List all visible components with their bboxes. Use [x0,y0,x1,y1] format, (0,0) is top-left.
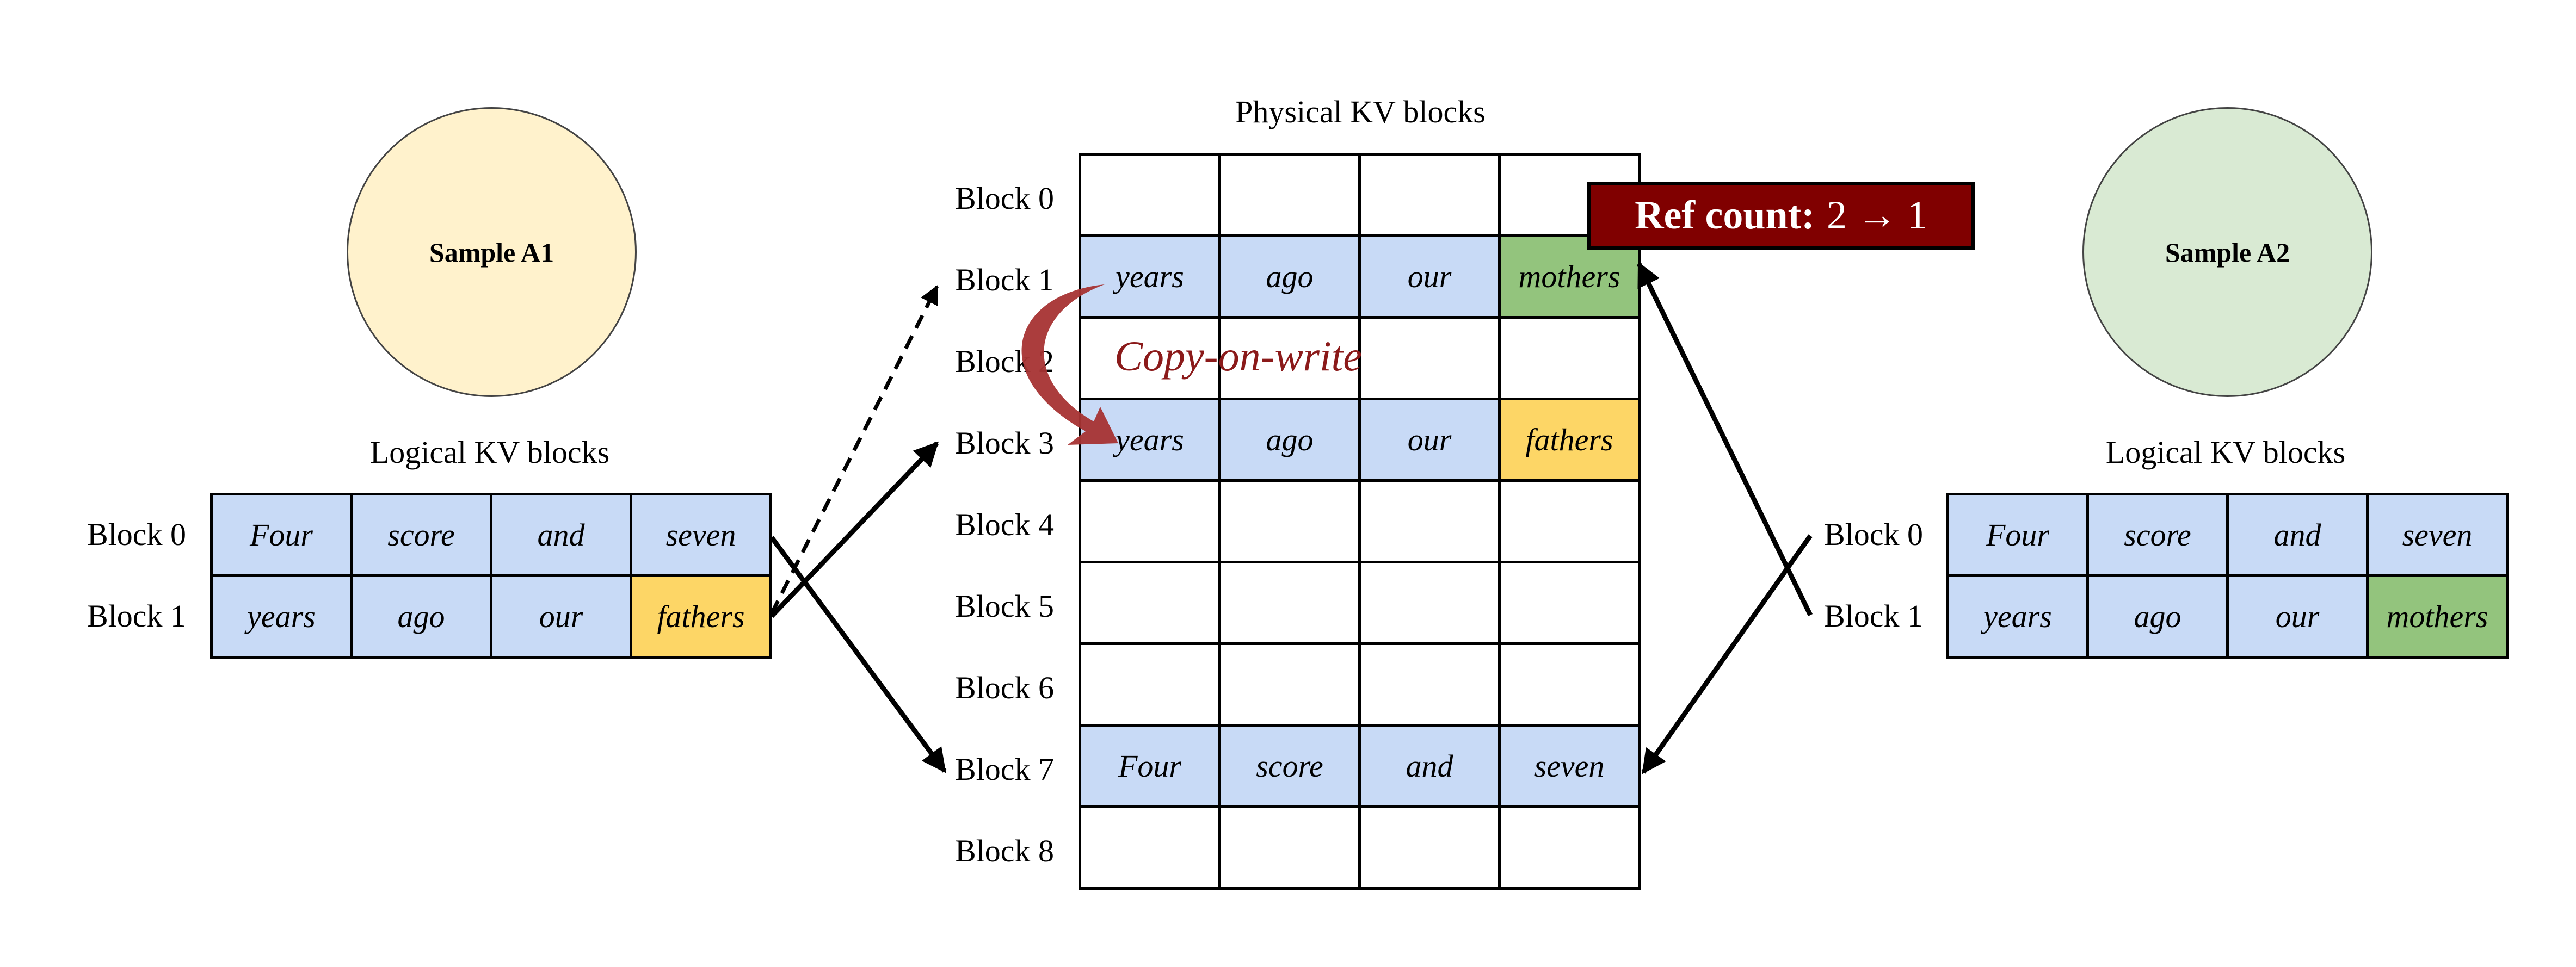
physical-row-label: Block 6 [955,670,1055,705]
sample-a2-label: Sample A2 [2165,237,2290,268]
kv-cell: years [1081,400,1221,482]
physical-title: Physical KV blocks [1235,94,1486,129]
kv-cell: Four [1081,727,1221,808]
a1-block1-to-physical-block3-arrow [769,441,939,618]
kv-cell: ago [1221,237,1361,319]
physical-row-label: Block 7 [955,752,1055,787]
kv-cell [1081,319,1221,400]
ref-count-label: Ref count: [1635,193,1815,238]
kv-cell: ago [2089,577,2229,659]
a2-row-label: Block 1 [1824,598,1924,634]
kv-cell [1221,563,1361,645]
physical-row-label: Block 3 [955,425,1055,461]
kv-cell [1361,156,1501,237]
kv-cell [1081,808,1221,890]
kv-cell [1221,319,1361,400]
ref-count-value: 2 → 1 [1826,193,1927,238]
kv-cell: mothers [1501,237,1641,319]
a1-logical-title: Logical KV blocks [369,435,610,470]
kv-cell: Four [213,495,353,577]
kv-cell [1361,645,1501,727]
physical-row-label: Block 0 [955,181,1055,216]
copy-on-write-arrow-icon [1021,284,1118,445]
kv-cell: fathers [1501,400,1641,482]
physical-kv-grid: years ago our mothers years ago our fath… [1079,153,1641,890]
kv-cell: our [1361,400,1501,482]
kv-cell [1221,645,1361,727]
kv-cell [1081,563,1221,645]
kv-cell: our [492,577,632,659]
kv-cell: score [353,495,492,577]
kv-cell: fathers [632,577,772,659]
a1-block0-to-physical-block7-arrow [769,536,947,773]
kv-cell [1221,156,1361,237]
kv-cell [1501,563,1641,645]
kv-cell: ago [353,577,492,659]
physical-row-label: Block 1 [955,262,1055,297]
a1-block1-to-physical-block1-dashed-arrow [769,284,939,615]
kv-cell: years [213,577,353,659]
kv-cell [1221,482,1361,563]
kv-cell [1081,482,1221,563]
kv-cell: seven [2369,495,2509,577]
a2-block0-to-physical-block7-arrow [1641,534,1813,774]
kv-cell: score [1221,727,1361,808]
ref-count-box: Ref count: 2 → 1 [1587,182,1975,250]
kv-cell: and [1361,727,1501,808]
kv-cell: score [2089,495,2229,577]
kv-cell [1501,482,1641,563]
kv-cell [1081,156,1221,237]
physical-row-label: Block 8 [955,833,1055,869]
kv-cell [1501,808,1641,890]
kv-cell [1361,482,1501,563]
a2-row-label: Block 0 [1824,517,1924,552]
kv-cell: Four [1949,495,2089,577]
copy-on-write-label: Copy-on-write [1114,332,1362,380]
kv-cell: years [1081,237,1221,319]
kv-cell [1501,645,1641,727]
a1-row-label: Block 1 [87,598,187,634]
a1-logical-grid: Four score and seven years ago our fathe… [210,493,772,659]
kv-cell: seven [632,495,772,577]
a2-block1-to-physical-block1-arrow [1636,261,1813,616]
kv-cell: our [2229,577,2369,659]
kv-cell: our [1361,237,1501,319]
kv-cell: mothers [2369,577,2509,659]
physical-row-label: Block 4 [955,507,1055,542]
kv-cell: seven [1501,727,1641,808]
kv-cell [1361,808,1501,890]
sample-a1-label: Sample A1 [429,237,554,268]
sample-a2-circle: Sample A2 [2082,107,2372,397]
physical-row-label: Block 5 [955,588,1055,624]
kv-cell [1081,645,1221,727]
a2-logical-grid: Four score and seven years ago our mothe… [1946,493,2509,659]
a1-row-label: Block 0 [87,517,187,552]
kv-cell: and [492,495,632,577]
kv-cell: years [1949,577,2089,659]
kv-cell: ago [1221,400,1361,482]
kv-cell [1361,563,1501,645]
kv-cell [1221,808,1361,890]
kv-cell: and [2229,495,2369,577]
kv-cell [1361,319,1501,400]
kv-cell [1501,319,1641,400]
sample-a1-circle: Sample A1 [347,107,637,397]
a2-logical-title: Logical KV blocks [2105,435,2346,470]
